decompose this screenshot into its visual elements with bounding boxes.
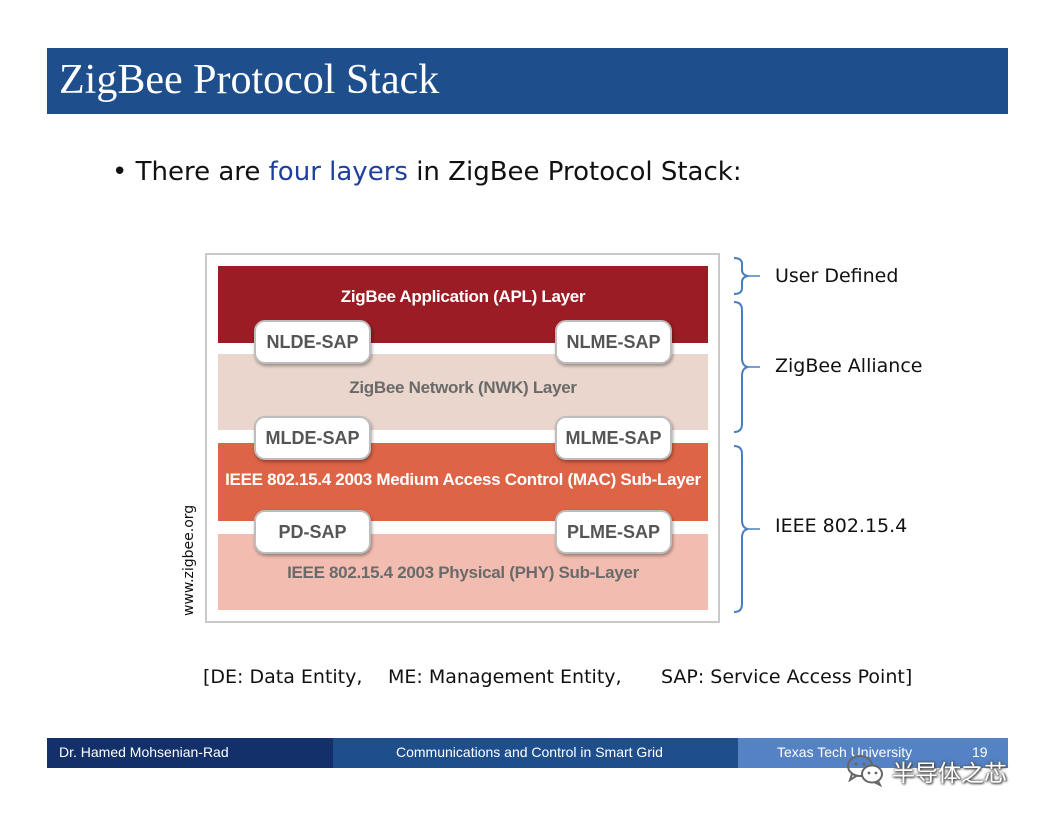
bullet-point: • There are four layers in ZigBee Protoc… xyxy=(112,157,742,187)
footer-course: Communications and Control in Smart Grid xyxy=(396,744,663,760)
brace-zigbee-alliance xyxy=(733,301,760,433)
footer-middle: Communications and Control in Smart Grid xyxy=(333,738,738,768)
brace-user-defined xyxy=(733,257,760,295)
layer-phy-label: IEEE 802.15.4 2003 Physical (PHY) Sub-La… xyxy=(287,563,639,582)
watermark-text: 半导体之芯 xyxy=(892,761,1007,787)
sap-mlde: MLDE-SAP xyxy=(254,416,371,460)
brace-label-zigbee-alliance: ZigBee Alliance xyxy=(775,355,923,377)
brace-ieee xyxy=(733,445,760,613)
page-title: ZigBee Protocol Stack xyxy=(59,57,440,103)
brace-label-user-defined: User Defined xyxy=(775,265,899,287)
layer-apl-label: ZigBee Application (APL) Layer xyxy=(340,287,586,306)
bullet-text-after: in ZigBee Protocol Stack: xyxy=(407,157,742,187)
brace-label-ieee: IEEE 802.15.4 xyxy=(775,515,908,537)
bullet-text-before: There are xyxy=(135,157,269,187)
source-url: www.zigbee.org xyxy=(181,504,197,616)
sap-nlme: NLME-SAP xyxy=(555,320,672,364)
legend-me: ME: Management Entity, xyxy=(388,666,622,688)
legend-de: [DE: Data Entity, xyxy=(203,666,363,688)
wechat-icon xyxy=(847,755,883,787)
footer-page-number: 19 xyxy=(972,744,988,760)
footer-university: Texas Tech University xyxy=(777,744,913,760)
footer-author: Dr. Hamed Mohsenian-Rad xyxy=(59,744,229,760)
sap-mlme: MLME-SAP xyxy=(555,416,672,460)
title-bar: ZigBee Protocol Stack xyxy=(47,48,1008,114)
footer-right: Texas Tech University 19 xyxy=(738,738,1008,768)
watermark: 半导体之芯 xyxy=(845,752,1025,788)
bullet-highlight: four layers xyxy=(268,157,408,187)
sap-plme: PLME-SAP xyxy=(555,510,672,554)
legend-sap: SAP: Service Access Point] xyxy=(661,666,913,688)
layer-nwk-label: ZigBee Network (NWK) Layer xyxy=(349,378,577,397)
layer-mac-label: IEEE 802.15.4 2003 Medium Access Control… xyxy=(225,470,701,489)
bullet-marker: • xyxy=(112,157,136,187)
sap-nlde: NLDE-SAP xyxy=(254,320,371,364)
footer-left: Dr. Hamed Mohsenian-Rad xyxy=(47,738,333,768)
sap-pd: PD-SAP xyxy=(254,510,371,554)
